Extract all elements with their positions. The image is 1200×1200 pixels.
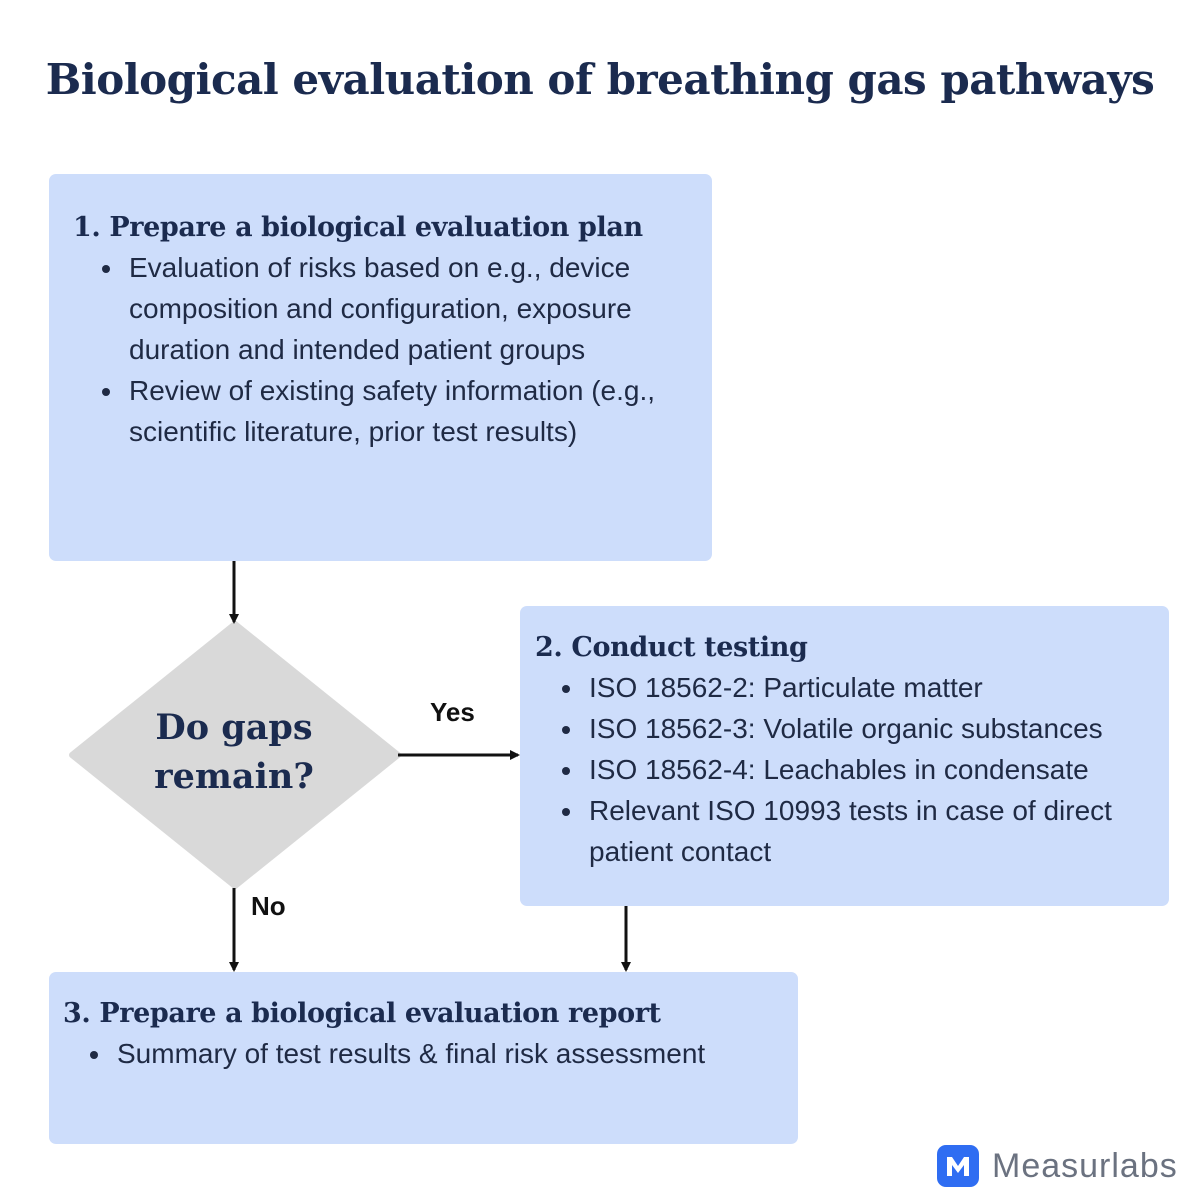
step-1-list: Evaluation of risks based on e.g., devic… [73, 247, 692, 452]
yes-label: Yes [430, 697, 475, 727]
list-item: Relevant ISO 10993 tests in case of dire… [585, 790, 1149, 872]
list-item: Summary of test results & final risk ass… [113, 1033, 778, 1074]
step-2-heading: 2. Conduct testing [535, 632, 808, 663]
step-3-heading: 3. Prepare a biological evaluation repor… [63, 998, 661, 1029]
brand-name: Measurlabs [992, 1146, 1178, 1185]
page-title: Biological evaluation of breathing gas p… [45, 55, 1155, 104]
decision-line-1: Do gaps [155, 707, 313, 748]
measurlabs-logo-icon [937, 1145, 979, 1187]
list-item: ISO 18562-2: Particulate matter [585, 667, 1149, 708]
step-3-list: Summary of test results & final risk ass… [63, 1033, 778, 1074]
no-label: No [251, 891, 286, 921]
decision-line-2: remain? [154, 756, 314, 797]
step-1-heading: 1. Prepare a biological evaluation plan [73, 212, 643, 243]
list-item: ISO 18562-3: Volatile organic substances [585, 708, 1149, 749]
brand-logo: Measurlabs [937, 1145, 1178, 1187]
decision-diamond [69, 621, 401, 889]
list-item: Evaluation of risks based on e.g., devic… [125, 247, 692, 370]
step-2-list: ISO 18562-2: Particulate matter ISO 1856… [535, 667, 1149, 872]
decision-text: Do gaps remain? [114, 703, 354, 801]
step-2-box: 2. Conduct testing ISO 18562-2: Particul… [520, 606, 1169, 906]
list-item: ISO 18562-4: Leachables in condensate [585, 749, 1149, 790]
list-item: Review of existing safety information (e… [125, 370, 692, 452]
step-3-box: 3. Prepare a biological evaluation repor… [49, 972, 798, 1144]
step-1-box: 1. Prepare a biological evaluation plan … [49, 174, 712, 561]
